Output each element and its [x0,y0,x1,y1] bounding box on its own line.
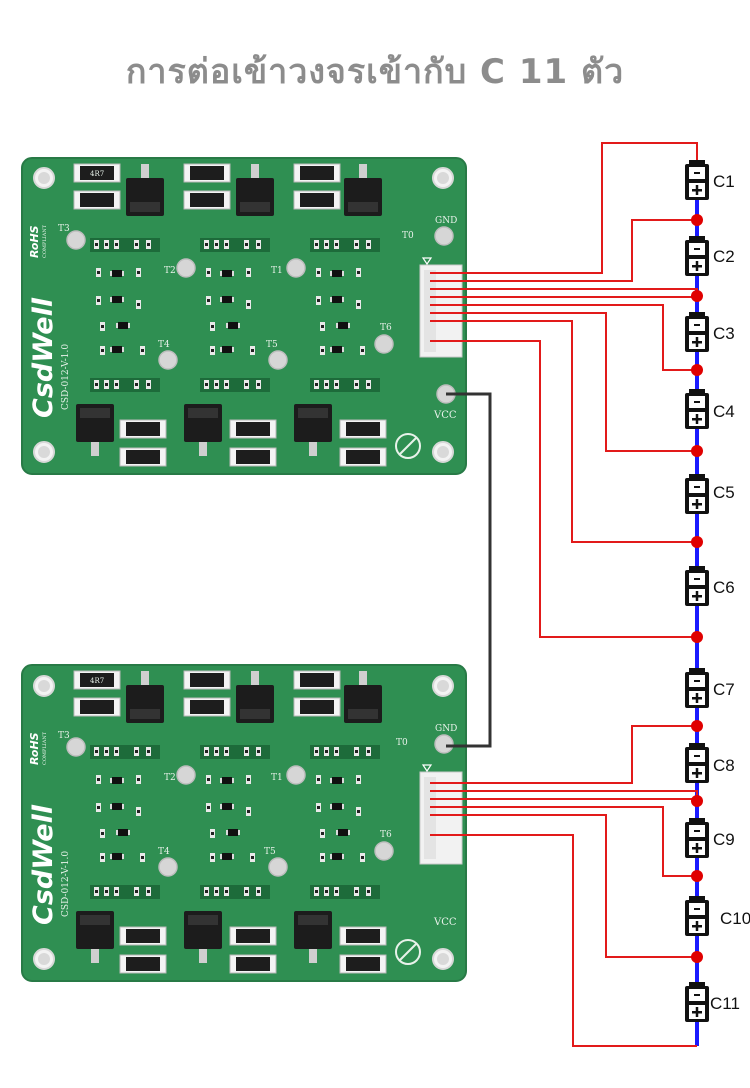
capacitor-label-c2: C2 [713,247,735,266]
battery-icon-c4 [685,389,709,429]
rohs-mark: RoHS [28,732,41,765]
bms-board-lower: T0 T1 T2 T3 T4 T5 T6 GND VCC CSD-012-V-1… [21,664,467,982]
brand-logo: CsdWell [28,804,59,925]
test-point-t3: T3 [58,731,70,741]
battery-icon-c3 [685,312,709,352]
battery-icon-c11 [685,982,709,1022]
battery-icon-c1 [685,160,709,200]
resistor-code: 4R7 [90,677,104,685]
wiring [430,142,703,1047]
silkscreen-upper: T0 T1 T2 T3 T4 T5 T6 GND VCC CSD-012-V-1… [28,170,457,459]
board-model: CSD-012-V-1.0 [61,851,71,917]
gnd-pin-label: GND [435,724,457,734]
test-point-t0: T0 [402,231,414,241]
capacitor-label-c4: C4 [713,402,735,421]
test-point-t4: T4 [158,340,170,350]
capacitor-label-c10: C10 [720,909,750,928]
vcc-pin-label: VCC [433,917,457,928]
test-point-t5: T5 [264,847,276,857]
test-point-t1: T1 [271,266,283,276]
junction-nodes [691,214,703,963]
rohs-compliant: COMPLIANT [42,224,48,258]
capacitor-label-c8: C8 [713,756,735,775]
test-point-t2: T2 [164,266,176,276]
test-point-t4: T4 [158,847,170,857]
capacitor-label-c5: C5 [713,483,735,502]
resistor-code: 4R7 [90,170,104,178]
vcc-pin-label: VCC [433,410,457,421]
capacitor-label-c7: C7 [713,680,735,699]
battery-icon-c10 [685,896,709,936]
test-point-t1: T1 [271,773,283,783]
capacitor-label-c9: C9 [713,830,735,849]
battery-icon-c5 [685,474,709,514]
page-title: การต่อเข้าวงจรเข้ากับ C 11 ตัว [125,52,625,92]
battery-icon-c7 [685,668,709,708]
no-lead-icon [395,433,421,459]
test-point-t2: T2 [164,773,176,783]
capacitor-label-c1: C1 [713,172,735,191]
capacitor-label-c6: C6 [713,578,735,597]
test-point-t3: T3 [58,224,70,234]
board-model: CSD-012-V-1.0 [61,344,71,410]
battery-icon-c2 [685,236,709,276]
capacitor-label-c3: C3 [713,324,735,343]
test-point-t0: T0 [396,738,408,748]
bms-board-upper: T0 T1 T2 T3 T4 T5 T6 GND VCC CSD-012-V-1… [21,157,467,475]
battery-icon-c8 [685,743,709,783]
capacitor-stack: C1 C2 C3 C4 C5 C6 C7 C8 C9 C10 C11 [685,160,750,1022]
test-point-t5: T5 [266,340,278,350]
test-point-t6: T6 [380,830,392,840]
battery-icon-c9 [685,818,709,858]
vcc-gnd-link-wire [446,392,492,748]
brand-logo: CsdWell [28,297,59,418]
gnd-pin-label: GND [435,216,457,226]
rohs-compliant: COMPLIANT [42,731,48,765]
capacitor-label-c11: C11 [710,994,740,1013]
rohs-mark: RoHS [28,225,41,258]
silkscreen-lower: T0 T1 T2 T3 T4 T5 T6 GND VCC CSD-012-V-1… [28,677,457,965]
no-lead-icon [395,939,421,965]
battery-icon-c6 [685,566,709,606]
test-point-t6: T6 [380,323,392,333]
